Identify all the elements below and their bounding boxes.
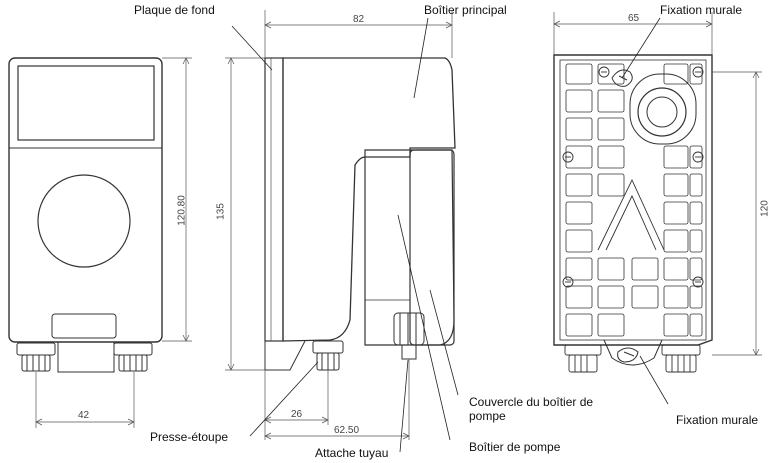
label-couvercle-boitier-pompe: Couvercle du boîtier de pompe: [469, 395, 594, 423]
front-gland-left: [16, 342, 56, 372]
dim-front-width: 42: [78, 410, 90, 421]
leader-presse-etoupe: [249, 361, 319, 437]
back-v-rib: [597, 178, 665, 251]
front-body-outline: [8, 57, 163, 343]
side-main-housing: [282, 57, 456, 342]
dim-front-height: 120.80: [176, 195, 188, 226]
back-gland-left: [564, 344, 602, 373]
dim-back-top-width: 65: [628, 13, 640, 24]
front-dial-circle: [37, 174, 131, 268]
side-pump-cover: [409, 149, 455, 346]
side-hose-barb: [393, 312, 425, 360]
leader-plaque-de-fond: [231, 25, 273, 71]
front-gland-right: [113, 342, 153, 372]
leader-attache-tuyau: [399, 359, 409, 453]
back-view: [553, 12, 762, 373]
back-bottom-keyhole: [603, 339, 663, 366]
back-motor-boss: [629, 73, 697, 145]
side-back-plate: [264, 57, 284, 342]
dim-side-top-width: 82: [353, 14, 365, 25]
side-bottom-dimensions: [264, 359, 410, 440]
back-rib-grid: [565, 63, 703, 337]
front-width-dimension: [35, 372, 135, 428]
dim-side-bottom-26: 26: [291, 409, 303, 420]
label-boitier-de-pompe: Boîtier de pompe: [469, 440, 561, 454]
front-height-dimension: [162, 57, 192, 342]
front-display-window: [17, 65, 155, 141]
back-top-keyhole: [611, 69, 633, 87]
back-plate-outline: [553, 54, 713, 346]
dim-back-height: 120: [759, 200, 771, 217]
leader-boitier-principal: [413, 17, 429, 99]
label-attache-tuyau: Attache tuyau: [315, 446, 389, 460]
dim-side-bottom-62: 62.50: [334, 425, 360, 436]
side-view: [225, 10, 456, 440]
label-boitier-principal: Boîtier principal: [424, 3, 507, 17]
leader-fixation-bottom: [639, 355, 669, 405]
back-height-dimension: [712, 71, 762, 356]
back-top-dimension: [553, 12, 713, 55]
back-gland-right: [661, 344, 701, 373]
side-bottom-bracket: [264, 340, 306, 371]
leader-fixation-top: [621, 17, 661, 79]
label-presse-etoupe: Presse-étoupe: [150, 430, 229, 444]
front-view: [8, 57, 192, 428]
leader-lines: [231, 17, 669, 453]
front-pump-block: [57, 341, 115, 373]
leader-boitier-pompe: [397, 214, 451, 441]
side-height-dimension: [225, 57, 265, 371]
label-fixation-murale-top: Fixation murale: [660, 3, 743, 17]
dim-side-height: 135: [215, 203, 227, 220]
label-plaque-de-fond: Plaque de fond: [134, 3, 215, 17]
back-screws: [562, 66, 704, 288]
front-label-plate: [51, 313, 117, 339]
leader-couvercle: [429, 289, 459, 396]
side-top-dimension: [264, 10, 453, 58]
label-fixation-murale-bottom: Fixation murale: [676, 413, 759, 427]
side-gland: [312, 340, 344, 371]
